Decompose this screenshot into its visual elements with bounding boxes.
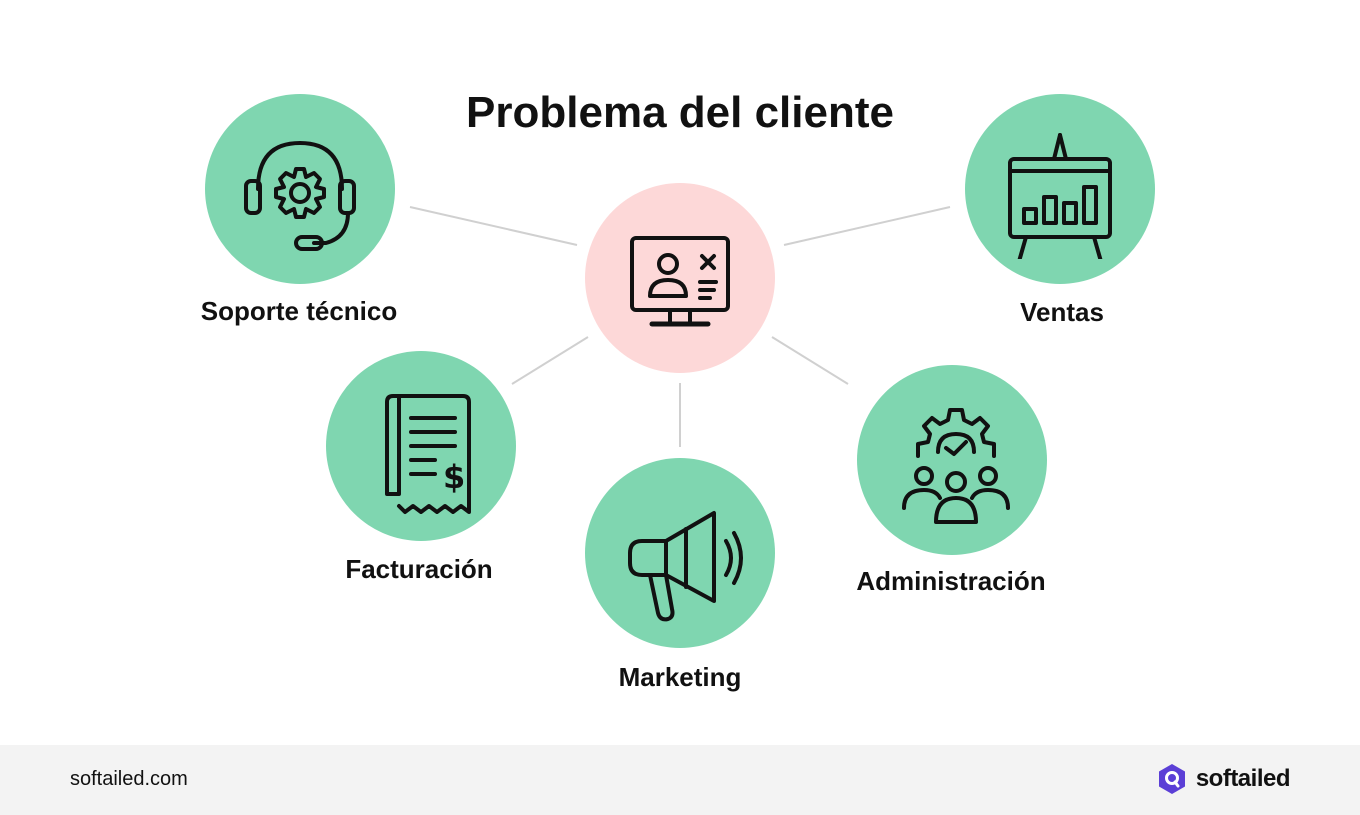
label-administracion: Administración [856,566,1046,596]
diagram-canvas: Problema del cliente [200,88,1155,692]
footer-url[interactable]: softailed.com [70,768,188,790]
node-facturacion: $ [326,351,516,541]
presentation-chart-icon [1008,133,1112,259]
node-soporte [205,94,395,284]
connector-ventas [783,206,951,246]
connector-administracion [771,336,849,385]
headset-gear-icon [244,141,356,251]
label-facturacion: Facturación [345,554,493,584]
svg-text:$: $ [443,458,465,496]
brand-logo[interactable]: softailed [1158,763,1291,795]
label-marketing: Marketing [618,662,742,692]
label-soporte: Soporte técnico [200,296,398,326]
softailed-logo-icon [1158,764,1185,794]
connector-soporte [409,206,578,246]
footer: softailed.com softailed [0,745,1360,815]
team-gear-icon [902,408,1010,524]
label-ventas: Ventas [1020,297,1104,327]
computer-user-icon [630,236,730,327]
diagram-title: Problema del cliente [466,88,894,137]
center-node [585,183,775,373]
megaphone-icon [628,511,743,622]
brand-name: softailed [1195,765,1291,792]
connector-lines [409,206,951,447]
node-ventas [965,94,1155,284]
invoice-dollar-icon: $ [385,394,471,514]
node-administracion [857,365,1047,555]
node-marketing [585,458,775,648]
connector-facturacion [511,336,589,385]
